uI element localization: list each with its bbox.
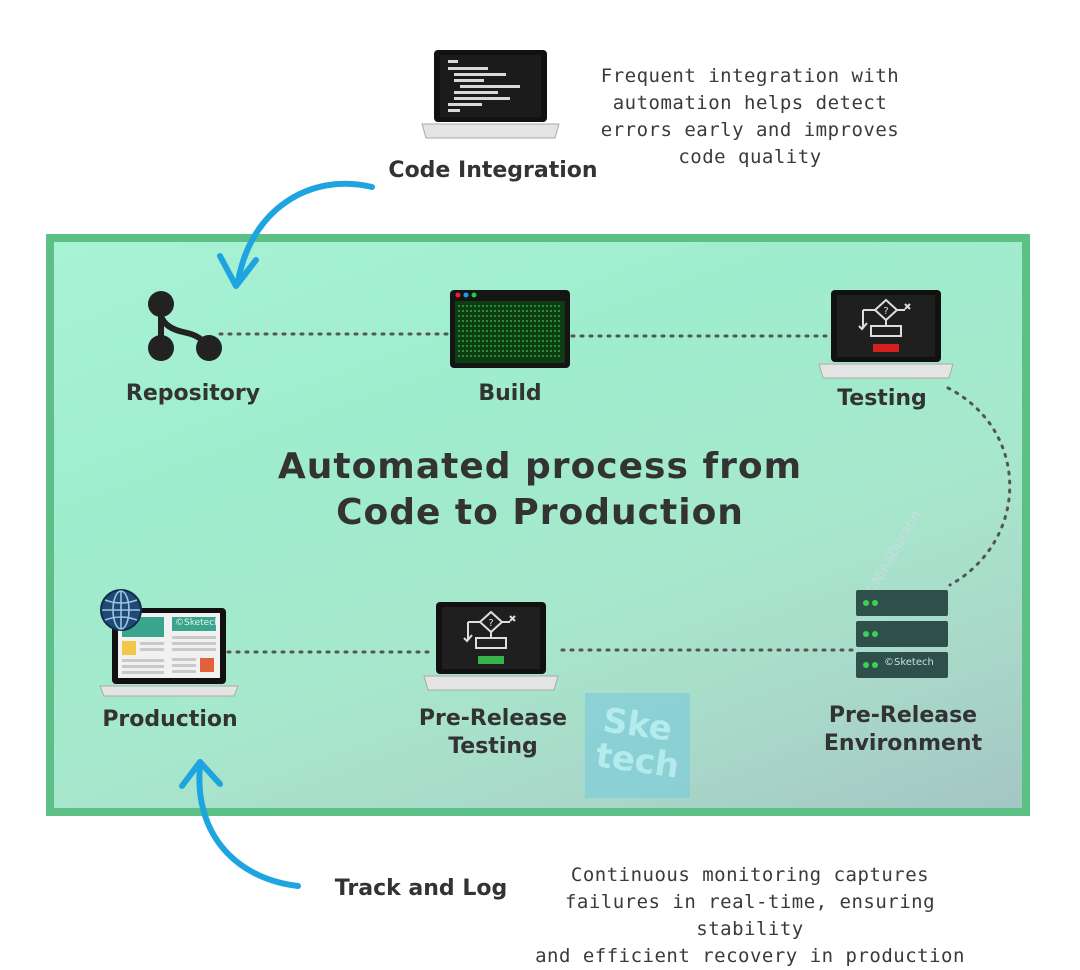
pre-release-testing-laptop-icon: ?	[423, 602, 559, 691]
testing-laptop-icon: ?	[818, 290, 954, 379]
screen-tag: ©Sketech	[175, 618, 220, 628]
stage-label-pre-release-testing-l1: Pre-Release	[418, 706, 568, 731]
globe-icon	[100, 589, 142, 631]
stage-label-pre-release-testing-l2: Testing	[448, 734, 538, 759]
production-laptop-icon	[99, 608, 239, 697]
integration-note: Frequent integration with automation hel…	[600, 65, 900, 168]
flow-arrows	[179, 180, 375, 889]
monitoring-note: Continuous monitoring captures failures …	[535, 864, 965, 967]
repository-icon	[148, 291, 222, 361]
svg-text:?: ?	[883, 306, 888, 317]
stage-label-testing: Testing	[837, 386, 927, 411]
stage-label-production: Production	[102, 707, 238, 732]
build-terminal-icon	[450, 290, 570, 368]
stage-label-build: Build	[478, 381, 542, 406]
arrow-head-to-production	[179, 759, 223, 789]
diagram-title-line1: Automated process from	[277, 446, 803, 487]
arrow-to-production	[196, 763, 301, 889]
stage-label-code-integration: Code Integration	[388, 158, 598, 183]
sketech-logo: Ske tech	[585, 693, 690, 798]
server-icon	[856, 590, 948, 678]
svg-text:?: ?	[488, 618, 493, 629]
diagram-title-line2: Code to Production	[336, 492, 744, 533]
server-tag: ©Sketech	[884, 657, 934, 668]
arrow-to-repository	[235, 180, 375, 285]
arrow-head-to-repository	[217, 253, 259, 289]
stage-label-pre-release-environment-l1: Pre-Release	[828, 703, 978, 728]
stage-label-track-and-log: Track and Log	[334, 876, 508, 901]
laptop-code-icon	[421, 50, 560, 139]
stage-label-pre-release-environment-l2: Environment	[823, 731, 983, 756]
stage-label-repository: Repository	[125, 381, 261, 406]
pipeline-connectors	[218, 332, 1012, 654]
